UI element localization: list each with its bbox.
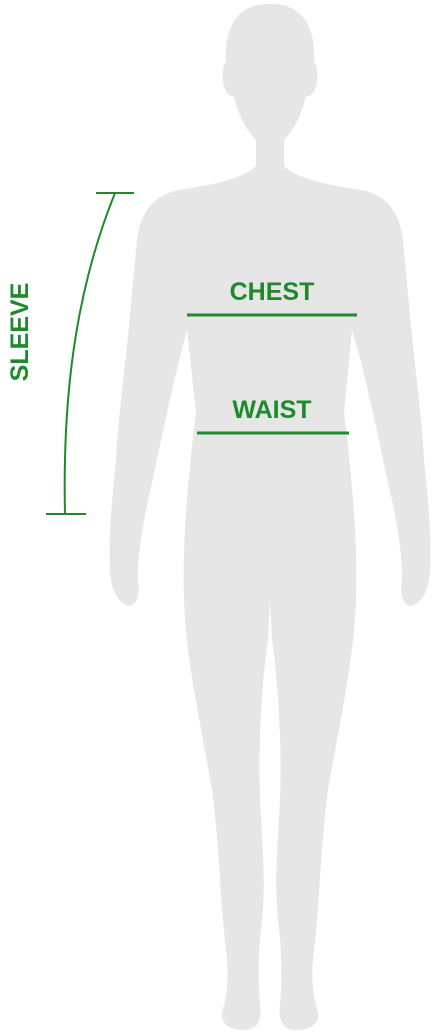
sleeve-label: SLEEVE bbox=[6, 283, 34, 382]
body-silhouette bbox=[109, 4, 430, 1030]
sleeve-measurement: SLEEVE bbox=[6, 193, 134, 514]
chest-label: CHEST bbox=[230, 278, 315, 306]
waist-label: WAIST bbox=[232, 396, 311, 424]
head bbox=[109, 4, 430, 1030]
sleeve-arc bbox=[65, 193, 115, 514]
